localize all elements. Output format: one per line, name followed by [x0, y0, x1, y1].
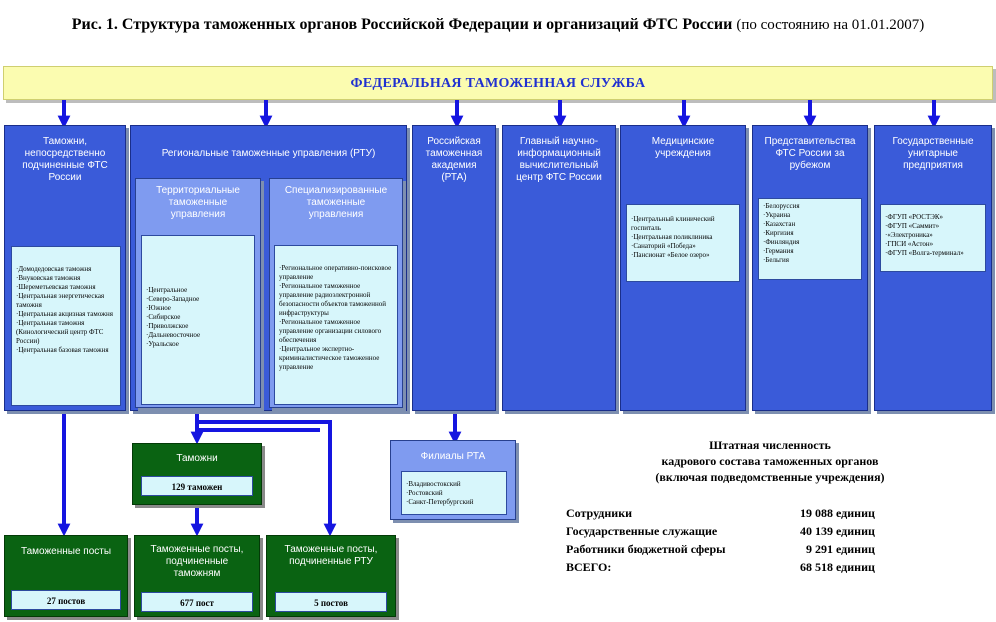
list-item: ·Шереметьевская таможня	[16, 283, 96, 291]
list-item: ·Внуковская таможня	[16, 274, 81, 282]
title-note: (по состоянию на 01.01.2007)	[736, 17, 925, 33]
territorial-box: Территориальные таможенные управления ·Ц…	[135, 178, 261, 408]
list-item: ·Дальневосточное	[146, 331, 201, 339]
medical-list: ·Центральный клинический госпиталь ·Цент…	[626, 204, 740, 282]
academy-box: Российская таможенная академия (РТА)	[412, 125, 496, 411]
posts-direct-box: Таможенные посты 27 постов	[4, 535, 128, 617]
staff-row: Работники бюджетной сферы 9 291 единиц	[566, 542, 875, 556]
customs-title: Таможни	[176, 453, 218, 464]
unitary-title: Государственные унитарные предприятия	[892, 136, 974, 171]
list-item: ·Киргизия	[763, 229, 794, 237]
list-item: ·Санкт-Петербургский	[406, 498, 474, 506]
list-item: ·Центральная поликлиника	[631, 233, 713, 241]
staff-row: Государственные служащие 40 139 единиц	[566, 524, 875, 538]
representations-box: Представительства ФТС России за рубежом …	[752, 125, 868, 411]
rta-branches-title: Филиалы РТА	[420, 451, 486, 462]
rta-branches-list: ·Владивостокский ·Ростовский ·Санкт-Пете…	[401, 471, 507, 515]
figure-title: Рис. 1. Структура таможенных органов Рос…	[0, 16, 996, 34]
posts-customs-box: Таможенные посты, подчиненные таможням 6…	[134, 535, 260, 617]
specialized-title: Специализированные таможенные управления	[284, 185, 388, 220]
list-item: ·Центральная базовая таможня	[16, 346, 109, 354]
customs-direct-list: ·Домодедовская таможня ·Внуковская тамож…	[11, 246, 121, 406]
fts-box: ФЕДЕРАЛЬНАЯ ТАМОЖЕННАЯ СЛУЖБА	[3, 66, 993, 100]
list-item: ·Региональное оперативно-поисковое управ…	[279, 264, 392, 281]
list-item: ·Казахстан	[763, 220, 796, 228]
list-item: ·ФГУП «Саммит»	[885, 222, 940, 230]
territorial-list: ·Центральное ·Северо-Западное ·Южное ·Си…	[141, 235, 255, 405]
list-item: ·ФГУП «Волга-терминал»	[885, 249, 964, 257]
list-item: ·Центральное экспертно-криминалистическо…	[279, 345, 380, 371]
staff-heading: Штатная численность кадрового состава та…	[655, 438, 885, 484]
list-item: ·Германия	[763, 247, 794, 255]
list-item: ·ГПСИ «Астон»	[885, 240, 934, 248]
list-item: ·Центральное	[146, 286, 188, 294]
list-item: ·Санаторий «Победа»	[631, 242, 696, 250]
title-main: Рис. 1. Структура таможенных органов Рос…	[71, 16, 733, 33]
list-item: ·Сибирское	[146, 313, 181, 321]
fts-label: ФЕДЕРАЛЬНАЯ ТАМОЖЕННАЯ СЛУЖБА	[350, 76, 646, 91]
customs-value: 129 таможен	[141, 476, 253, 496]
list-item: ·Домодедовская таможня	[16, 265, 92, 273]
list-item: ·Украина	[763, 211, 791, 219]
specialized-list: ·Региональное оперативно-поисковое управ…	[274, 245, 398, 405]
customs-direct-box: Таможни, непосредственно подчиненные ФТС…	[4, 125, 126, 411]
medical-title: Медицинские учреждения	[651, 136, 715, 159]
posts-direct-value: 27 постов	[11, 590, 121, 610]
list-item: ·ФГУП «РОСТЭК»	[885, 213, 944, 221]
list-item: ·Приволжское	[146, 322, 189, 330]
list-item: ·Финляндия	[763, 238, 800, 246]
specialized-box: Специализированные таможенные управления…	[269, 178, 403, 408]
list-item: ·Белоруссия	[763, 202, 800, 210]
list-item: ·Ростовский	[406, 489, 443, 497]
list-item: ·Региональное таможенное управление орга…	[279, 318, 382, 344]
academy-title: Российская таможенная академия (РТА)	[425, 136, 483, 183]
staff-table: Сотрудники 19 088 единиц Государственные…	[566, 506, 946, 578]
medical-box: Медицинские учреждения ·Центральный клин…	[620, 125, 746, 411]
list-item: ·«Электроника»	[885, 231, 933, 239]
computing-center-box: Главный научно- информационный вычислите…	[502, 125, 616, 411]
posts-rtu-value: 5 постов	[275, 592, 387, 612]
list-item: ·Владивостокский	[406, 480, 461, 488]
connector-rtu-posts	[197, 420, 337, 537]
list-item: ·Бельгия	[763, 256, 789, 264]
posts-rtu-title: Таможенные посты, подчиненные РТУ	[284, 544, 378, 567]
list-item: ·Пансионат «Белое озеро»	[631, 251, 710, 259]
posts-rtu-box: Таможенные посты, подчиненные РТУ 5 пост…	[266, 535, 396, 617]
customs-direct-title: Таможни, непосредственно подчиненные ФТС…	[22, 136, 108, 183]
list-item: ·Северо-Западное	[146, 295, 200, 303]
staff-row: ВСЕГО: 68 518 единиц	[566, 560, 875, 574]
list-item: ·Уральское	[146, 340, 179, 348]
list-item: ·Региональное таможенное управление ради…	[279, 282, 386, 317]
list-item: ·Центральный клинический госпиталь	[631, 215, 715, 232]
staff-row: Сотрудники 19 088 единиц	[566, 506, 875, 520]
list-item: ·Центральная энергетическая таможня	[16, 292, 105, 309]
customs-box: Таможни 129 таможен	[132, 443, 262, 505]
list-item: ·Центральная акцизная таможня	[16, 310, 113, 318]
list-item: ·Центральная таможня (Кинологический цен…	[16, 319, 104, 345]
posts-direct-title: Таможенные посты	[20, 546, 112, 557]
list-item: ·Южное	[146, 304, 171, 312]
representations-list: ·Белоруссия ·Украина ·Казахстан ·Киргизи…	[758, 198, 862, 280]
unitary-box: Государственные унитарные предприятия ·Ф…	[874, 125, 992, 411]
posts-customs-value: 677 пост	[141, 592, 253, 612]
territorial-title: Территориальные таможенные управления	[156, 185, 240, 220]
rtu-title: Региональные таможенные управления (РТУ)	[161, 148, 376, 159]
rta-branches-box: Филиалы РТА ·Владивостокский ·Ростовский…	[390, 440, 516, 520]
rtu-box: Региональные таможенные управления (РТУ)…	[130, 125, 407, 411]
posts-customs-title: Таможенные посты, подчиненные таможням	[150, 544, 244, 579]
representations-title: Представительства ФТС России за рубежом	[764, 136, 856, 171]
unitary-list: ·ФГУП «РОСТЭК» ·ФГУП «Саммит» ·«Электрон…	[880, 204, 986, 272]
computing-center-title: Главный научно- информационный вычислите…	[516, 136, 602, 183]
